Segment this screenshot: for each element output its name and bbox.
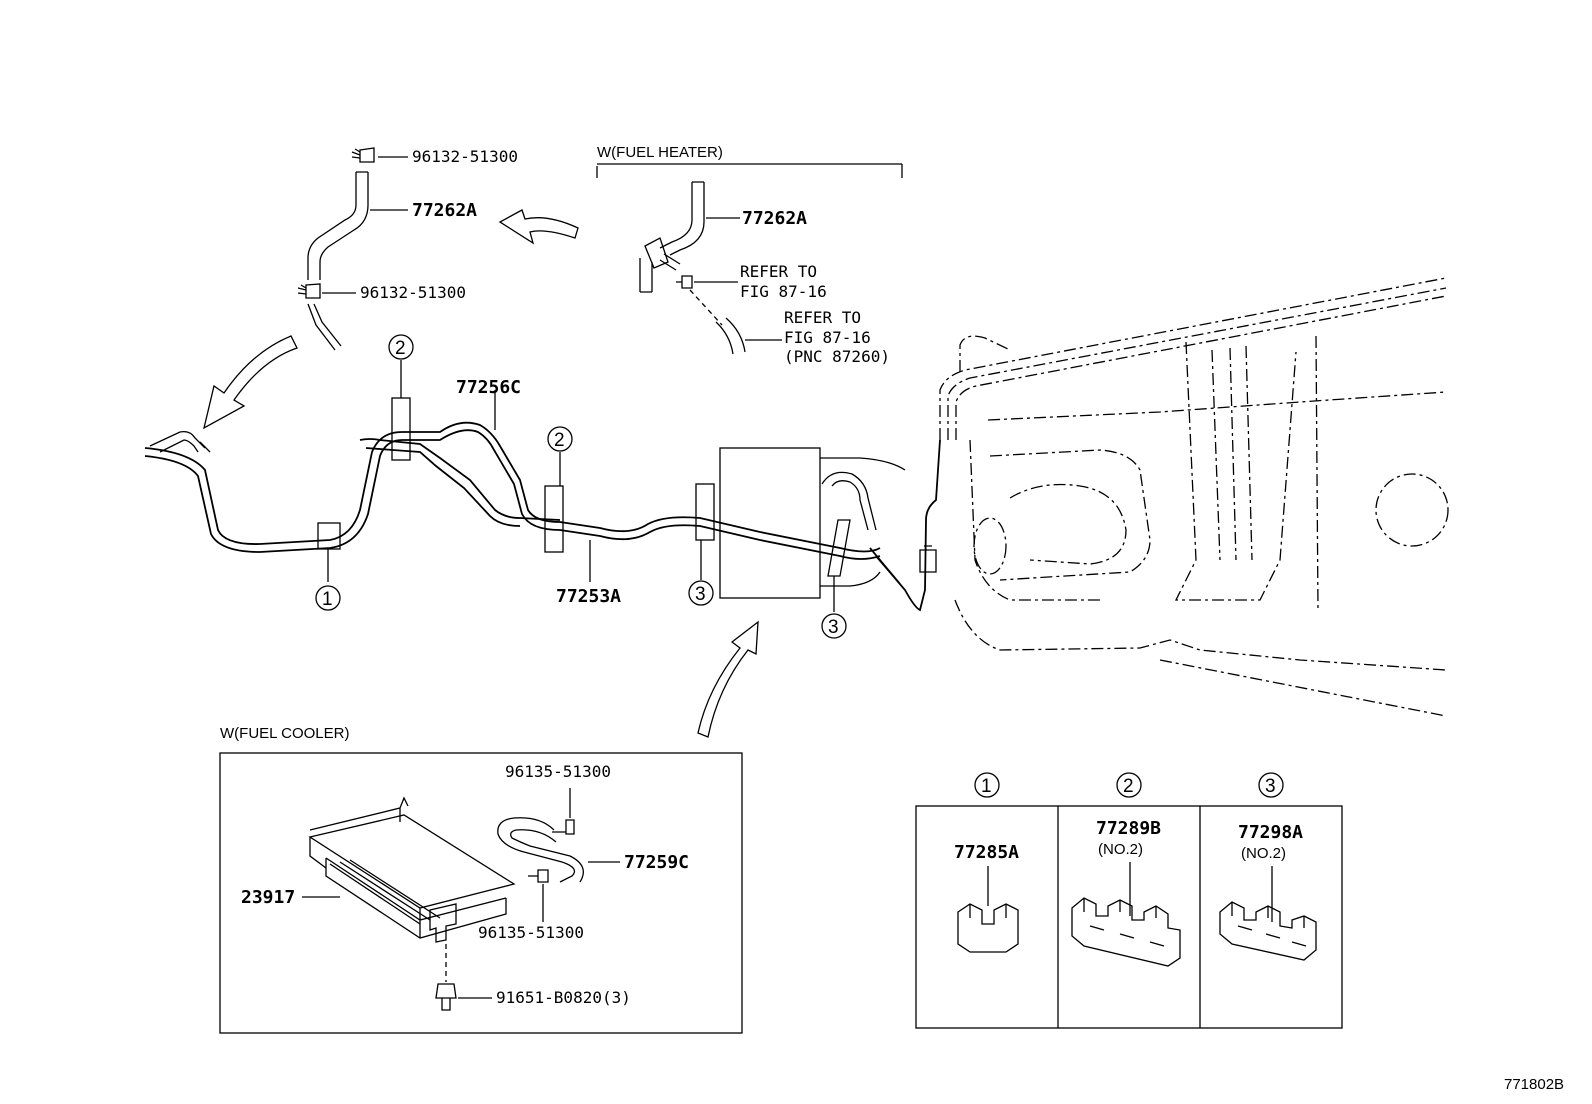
clamp-legend: 1 77285A 2 77289B (NO.2) 3 77298A (NO.2) — [915, 772, 1343, 1029]
svg-text:1: 1 — [981, 776, 992, 797]
callout-2a — [388, 334, 414, 360]
fuel-cooler-23917 — [308, 814, 516, 939]
heater-hose-77262A — [659, 181, 705, 256]
clamp-77298A-icon — [1219, 901, 1317, 961]
heater-refer2-line2: FIG 87-16 — [784, 328, 871, 347]
svg-text:2: 2 — [1123, 776, 1134, 797]
svg-text:2: 2 — [395, 338, 406, 359]
cooler-label: 23917 — [241, 887, 295, 908]
top-clamp-lower-label: 96132-51300 — [360, 283, 466, 302]
top-hose-label: 77262A — [412, 200, 477, 221]
svg-text:1: 1 — [322, 589, 333, 610]
clamp-2-mid — [544, 485, 564, 553]
main-tube-assembly: 77256C 77253A 1 2 2 3 3 — [144, 334, 941, 738]
arrow-up-icon — [697, 620, 759, 738]
svg-text:3: 3 — [828, 617, 839, 638]
fuel-filter-box — [719, 447, 821, 599]
cooler-clamp-bottom-label: 96135-51300 — [478, 923, 584, 942]
arrow-left-icon — [498, 209, 579, 245]
fuel-cooler-title: W(FUEL COOLER) — [220, 725, 349, 742]
top-hose-77262A — [307, 171, 369, 280]
tube-77256C-label: 77256C — [456, 377, 521, 398]
heater-refer2-line1: REFER TO — [784, 308, 861, 327]
tube-77256C — [144, 421, 881, 553]
heater-refer1-line1: REFER TO — [740, 262, 817, 281]
vehicle-frame — [939, 277, 1449, 717]
top-hose-group: 96132-51300 77262A 96132-51300 — [203, 147, 579, 430]
hose-clamp-lower-icon — [297, 283, 321, 299]
callout-3b — [821, 613, 847, 639]
arrow-down-left-icon — [203, 335, 298, 430]
fuel-heater-group: W(FUEL HEATER) 77262A REFER TO FIG 87-16… — [596, 144, 903, 366]
legend-part-2: 77289B — [1096, 818, 1161, 839]
clamp-77285A-icon — [957, 903, 1019, 953]
cooler-clamp-top-label: 96135-51300 — [505, 762, 611, 781]
legend-sub-3: (NO.2) — [1241, 845, 1286, 862]
callout-3a — [688, 580, 714, 606]
clamp-1-left — [317, 522, 341, 550]
fuel-cooler-group: W(FUEL COOLER) 23917 91651-B0820(3) 9613… — [219, 725, 743, 1034]
clamp-3-right — [827, 519, 851, 577]
legend-ref-3 — [1258, 772, 1284, 798]
heater-refer2-line3: (PNC 87260) — [784, 347, 890, 366]
cooler-hose-label: 77259C — [624, 852, 689, 873]
tube-77253A-label: 77253A — [556, 586, 621, 607]
legend-part-3: 77298A — [1238, 822, 1303, 843]
clamp-77289B-icon — [1071, 897, 1181, 967]
svg-text:3: 3 — [695, 584, 706, 605]
heater-refer1-line2: FIG 87-16 — [740, 282, 827, 301]
callout-2b — [547, 426, 573, 452]
legend-frame — [915, 805, 1343, 1029]
bolt-label: 91651-B0820(3) — [496, 988, 631, 1007]
fuel-heater-title: W(FUEL HEATER) — [597, 144, 723, 161]
heater-hose-label: 77262A — [742, 208, 807, 229]
cooler-hose-77259C — [497, 817, 584, 883]
bolt-icon — [435, 983, 457, 1011]
figure-code: 771802B — [1504, 1076, 1564, 1093]
svg-text:2: 2 — [554, 430, 565, 451]
clamp-3-mid — [695, 483, 715, 541]
legend-part-1: 77285A — [954, 842, 1019, 863]
callout-1 — [315, 585, 341, 611]
legend-ref-1 — [974, 772, 1000, 798]
fuel-cooler-frame — [219, 752, 743, 1034]
legend-ref-2 — [1116, 772, 1142, 798]
svg-text:3: 3 — [1265, 776, 1276, 797]
top-clamp-upper-label: 96132-51300 — [412, 147, 518, 166]
hose-clamp-upper-icon — [351, 147, 375, 163]
legend-sub-2: (NO.2) — [1098, 841, 1143, 858]
